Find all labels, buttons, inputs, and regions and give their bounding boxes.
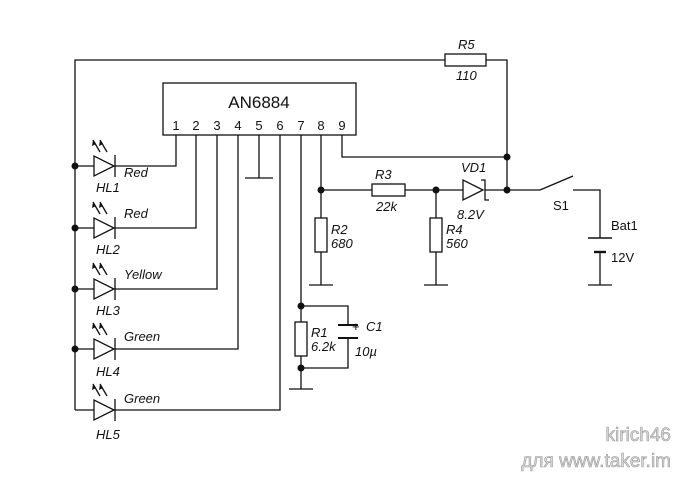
led-hl3: Yellow HL3 (92, 262, 163, 318)
capacitor-value-label: 10µ (355, 344, 377, 359)
resistor-value-label: 110 (456, 68, 477, 83)
resistor-r4: R4 560 (429, 217, 468, 253)
zener-value-label: 8.2V (457, 207, 485, 222)
resistor-ref-label: R3 (375, 167, 392, 182)
led-color-label: Yellow (124, 267, 163, 282)
led-ref-label: HL1 (96, 180, 120, 195)
resistor-ref-label: R5 (458, 37, 475, 52)
ic-pin-5: 5 (255, 118, 262, 133)
led-ref-label: HL4 (96, 364, 120, 379)
switch-s1: S1 (539, 175, 574, 213)
resistor-ref-label: R2 (331, 222, 348, 237)
ic-pin-8: 8 (317, 118, 324, 133)
led-color-label: Green (124, 329, 160, 344)
ic-label: AN6884 (228, 93, 289, 112)
led-hl2: Red HL2 (92, 201, 149, 257)
ic-an6884: AN6884 1 2 3 4 5 6 7 8 9 (162, 82, 357, 136)
led-color-label: Green (124, 391, 160, 406)
led-color-label: Red (124, 165, 149, 180)
resistor-r2: R2 680 (314, 217, 353, 253)
ic-pin-7: 7 (297, 118, 304, 133)
ic-pin-1: 1 (172, 118, 179, 133)
resistor-r3: R3 22k (371, 167, 406, 214)
capacitor-ref-label: C1 (366, 319, 383, 334)
battery-value-label: 12V (611, 250, 634, 265)
led-ref-label: HL5 (96, 427, 121, 442)
light-emission-icon (92, 139, 108, 153)
ic-pin-6: 6 (276, 118, 283, 133)
capacitor-polarity-label: + (352, 319, 360, 334)
led-hl1: Red HL1 (92, 139, 149, 195)
ic-pin-9: 9 (338, 118, 345, 133)
battery-ref-label: Bat1 (611, 218, 638, 233)
ic-pin-2: 2 (192, 118, 199, 133)
junction-dots (71, 153, 511, 372)
led-color-label: Red (124, 206, 149, 221)
resistor-r5: R5 110 (444, 37, 487, 83)
resistor-r1: R1 6.2k (294, 321, 337, 357)
led-hl4: Green HL4 (92, 322, 160, 379)
resistor-value-label: 22k (375, 199, 398, 214)
resistor-value-label: 680 (331, 236, 353, 251)
battery-bat1: Bat1 12V (588, 218, 638, 265)
watermark-site: для www.taker.im (521, 451, 671, 472)
resistor-value-label: 6.2k (311, 339, 337, 354)
switch-ref-label: S1 (553, 198, 569, 213)
light-emission-icon (92, 262, 108, 276)
light-emission-icon (92, 383, 108, 397)
resistor-ref-label: R4 (446, 222, 463, 237)
light-emission-icon (92, 201, 108, 215)
zener-diode-vd1: VD1 8.2V (457, 160, 489, 222)
ic-pin-4: 4 (234, 118, 241, 133)
led-ref-label: HL3 (96, 303, 121, 318)
wires (74, 59, 612, 411)
zener-ref-label: VD1 (461, 160, 486, 175)
watermark-author: kirich46 (606, 425, 671, 446)
watermark: kirich46 для www.taker.im (521, 425, 671, 473)
resistor-ref-label: R1 (311, 325, 328, 340)
ic-pin-3: 3 (213, 118, 220, 133)
led-ref-label: HL2 (96, 242, 121, 257)
led-hl5: Green HL5 (92, 383, 160, 442)
resistor-value-label: 560 (446, 236, 468, 251)
capacitor-c1: + C1 10µ (338, 319, 383, 359)
light-emission-icon (92, 322, 108, 336)
